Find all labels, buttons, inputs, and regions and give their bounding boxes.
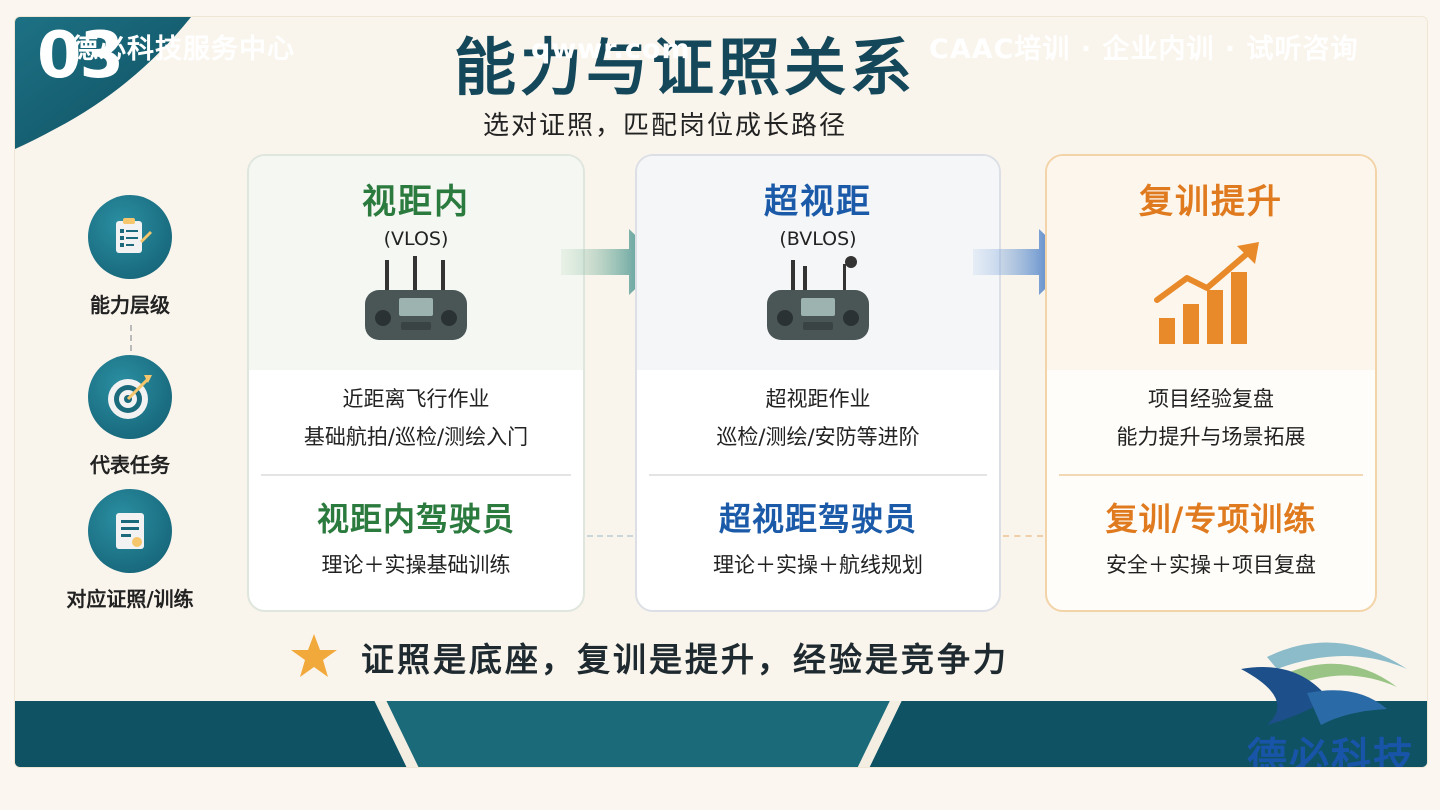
footer-bar <box>15 701 1427 767</box>
section-badge <box>15 17 191 149</box>
section-number: 03 <box>37 19 124 93</box>
growth-chart-icon <box>1154 242 1259 344</box>
footer-services: CAAC培训 · 企业内训 · 试听咨询 <box>929 34 1359 65</box>
card-bvlos: 超视距 (BVLOS) 超视距作业 巡检/测绘/安防等进阶 超视距驾驶员 理论＋… <box>635 154 1001 612</box>
card-title: 视距内 <box>362 182 470 222</box>
card-cert-desc: 理论＋实操＋航线规划 <box>713 553 923 577</box>
clipboard-icon <box>88 195 172 279</box>
footer-org: 德必科技服务中心 <box>71 34 295 65</box>
card-tasks: 近距离飞行作业 基础航拍/巡检/测绘入门 <box>249 380 583 456</box>
card-divider <box>649 474 987 476</box>
card-tasks: 超视距作业 巡检/测绘/安防等进阶 <box>637 380 999 456</box>
side-connector <box>130 325 132 351</box>
side-item-ability: 能力层级 <box>55 195 205 318</box>
side-label: 能力层级 <box>90 293 170 317</box>
card-cert-title: 复训/专项训练 <box>1105 500 1317 538</box>
card-vlos: 视距内 (VLOS) 近距离飞行作业 基础航拍/巡检/测绘入门 视距内驾驶员 理… <box>247 154 585 612</box>
target-icon <box>88 355 172 439</box>
slogan-text: 证照是底座，复训是提升，经验是竞争力 <box>361 640 1009 679</box>
footer-site-link[interactable]: qwwr.com <box>531 34 691 65</box>
page-title: 能力与证照关系 <box>453 31 916 104</box>
card-cert-title: 超视距驾驶员 <box>718 500 917 538</box>
card-cert-desc: 理论＋实操基础训练 <box>321 553 511 577</box>
card-task-line: 超视距作业 <box>765 387 871 411</box>
watermark-logo-icon <box>1241 642 1407 725</box>
card-connector <box>1003 535 1043 537</box>
slogan: 证照是底座，复训是提升，经验是竞争力 <box>289 629 1009 685</box>
card-subtitle: (VLOS) <box>383 228 449 250</box>
drone-controller-icon <box>767 256 869 340</box>
card-title: 超视距 <box>764 182 872 222</box>
card-task-line: 基础航拍/巡检/测绘入门 <box>303 425 529 449</box>
certificate-icon <box>88 489 172 573</box>
side-label: 对应证照/训练 <box>66 587 194 611</box>
card-retrain: 复训提升 项目经验复盘 能力提升与场景拓展 复训/专项训练 安全＋实操＋项目复盘 <box>1045 154 1377 612</box>
card-tasks: 项目经验复盘 能力提升与场景拓展 <box>1047 380 1375 456</box>
card-cert-desc: 安全＋实操＋项目复盘 <box>1106 553 1316 577</box>
side-item-cert: 对应证照/训练 <box>55 489 205 612</box>
card-task-line: 项目经验复盘 <box>1148 387 1274 411</box>
card-task-line: 能力提升与场景拓展 <box>1116 425 1306 449</box>
card-subtitle: (BVLOS) <box>779 228 857 250</box>
card-cert-title: 视距内驾驶员 <box>316 500 515 538</box>
watermark-text: 德必科技 <box>1247 735 1415 768</box>
card-divider <box>1059 474 1363 476</box>
slide: 03 能力与证照关系 选对证照，匹配岗位成长路径 能力层级 <box>14 16 1428 768</box>
star-icon <box>291 634 337 677</box>
card-title: 复训提升 <box>1139 182 1283 222</box>
card-task-line: 巡检/测绘/安防等进阶 <box>716 425 920 449</box>
card-connector <box>587 535 633 537</box>
card-task-line: 近距离飞行作业 <box>342 387 490 411</box>
card-divider <box>261 474 571 476</box>
side-label: 代表任务 <box>90 453 170 477</box>
drone-controller-icon <box>365 256 467 340</box>
side-item-task: 代表任务 <box>55 355 205 478</box>
page-subtitle: 选对证照，匹配岗位成长路径 <box>482 111 847 141</box>
